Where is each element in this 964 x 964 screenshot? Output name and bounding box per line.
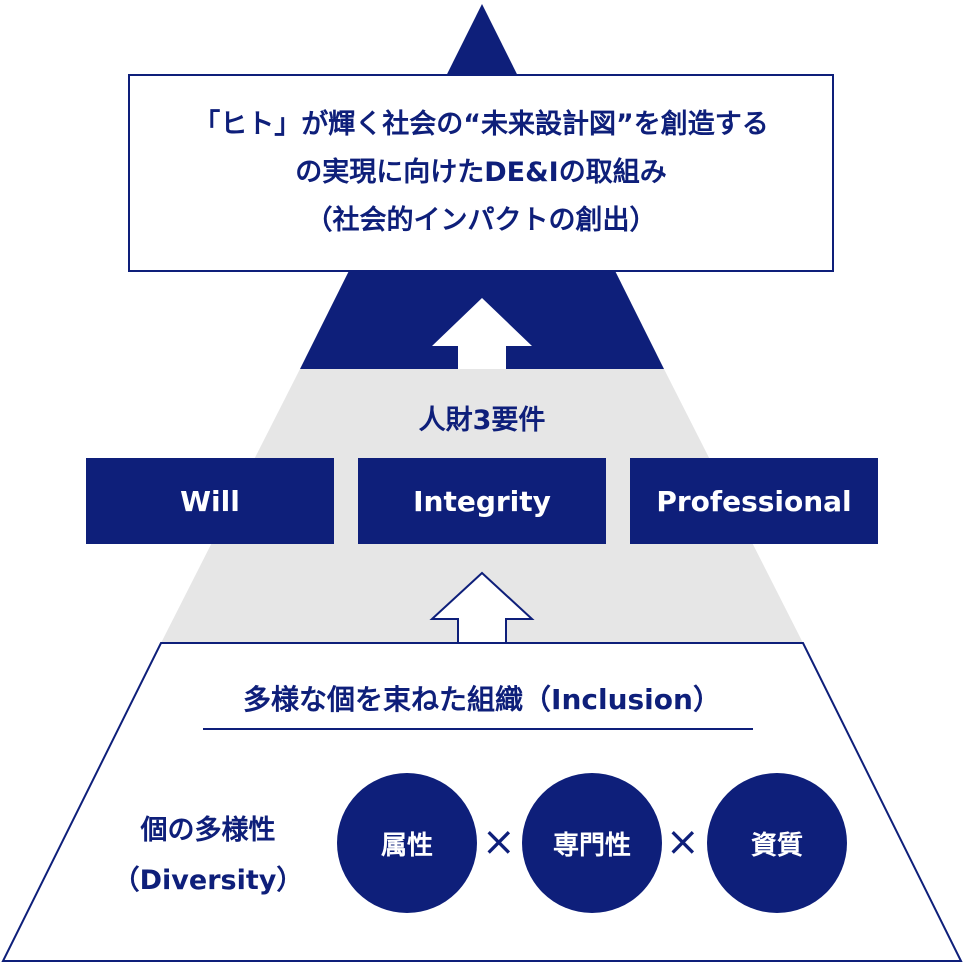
multiply-symbol-1: × bbox=[482, 819, 516, 865]
diversity-label-line-1: 個の多様性 bbox=[140, 815, 276, 846]
factor-attribute-circle: 属性 bbox=[337, 773, 477, 913]
diversity-label: 個の多様性 （Diversity） bbox=[88, 806, 328, 906]
requirement-will: Will bbox=[86, 458, 334, 544]
goal-line-1: 「ヒト」が輝く社会の“未来設計図”を創造する bbox=[193, 109, 769, 140]
requirements-title: 人財3要件 bbox=[418, 405, 546, 436]
requirement-integrity: Integrity bbox=[358, 458, 606, 544]
goal-line-3: （社会的インパクトの創出） bbox=[305, 205, 657, 236]
factor-expertise-circle: 専門性 bbox=[522, 773, 662, 913]
upward-arrow-top bbox=[432, 298, 532, 369]
inclusion-label: 多様な個を束ねた組織（Inclusion） bbox=[243, 683, 721, 716]
goal-line-2: の実現に向けたDE&Iの取組み bbox=[295, 157, 667, 188]
requirement-professional: Professional bbox=[630, 458, 878, 544]
diversity-label-line-2: （Diversity） bbox=[112, 865, 304, 896]
multiply-symbol-2: × bbox=[666, 819, 700, 865]
upward-arrow-middle bbox=[429, 571, 535, 644]
factor-quality-circle: 資質 bbox=[707, 773, 847, 913]
goal-box: 「ヒト」が輝く社会の“未来設計図”を創造する の実現に向けたDE&Iの取組み （… bbox=[128, 74, 834, 272]
inclusion-underline bbox=[203, 728, 753, 730]
